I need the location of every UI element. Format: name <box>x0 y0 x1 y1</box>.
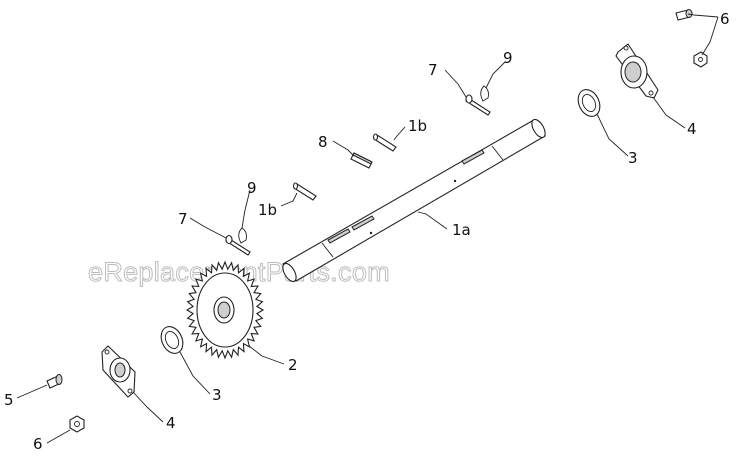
fastener-part-6-upper <box>675 9 708 68</box>
callout-1b-upper: 1b <box>408 117 427 135</box>
clevis-pin-part-7-upper <box>465 94 491 116</box>
callout-6-lower: 6 <box>33 435 43 453</box>
callout-3-lower: 3 <box>212 386 222 404</box>
nut-part-6-lower <box>69 415 85 433</box>
callout-2: 2 <box>288 356 298 374</box>
callout-8: 8 <box>318 133 328 151</box>
key-part-8 <box>350 152 373 169</box>
clevis-pin-part-7-lower <box>225 234 251 256</box>
washer-part-3-upper <box>577 89 601 117</box>
hair-pin-part-9-upper <box>480 85 489 102</box>
hair-pin-part-9-lower <box>238 227 247 244</box>
callout-1b-lower: 1b <box>258 201 277 219</box>
callout-4-lower: 4 <box>166 414 176 432</box>
callout-labels: 1a 1b 1b 2 3 3 4 4 5 6 6 7 7 8 9 9 <box>4 10 730 453</box>
flange-bearing-part-4-lower <box>101 345 136 398</box>
callout-4-upper: 4 <box>687 120 697 138</box>
callout-6-upper: 6 <box>720 10 730 28</box>
flange-bearing-part-4-upper <box>615 43 659 99</box>
sprocket-part-2 <box>185 260 265 360</box>
washer-part-3-lower <box>160 326 184 354</box>
shaft-part-1a <box>282 118 546 283</box>
callout-7-upper: 7 <box>428 61 438 79</box>
callout-9-lower: 9 <box>247 179 257 197</box>
callout-9-upper: 9 <box>503 49 513 67</box>
pin-part-1b-upper <box>372 133 397 152</box>
bolt-part-5 <box>46 374 63 389</box>
callout-5: 5 <box>4 391 14 409</box>
leader-lines <box>16 13 719 444</box>
pin-part-1b-lower <box>292 182 317 201</box>
callout-1a: 1a <box>452 221 471 239</box>
callout-3-upper: 3 <box>628 149 638 167</box>
callout-7-lower: 7 <box>178 210 188 228</box>
